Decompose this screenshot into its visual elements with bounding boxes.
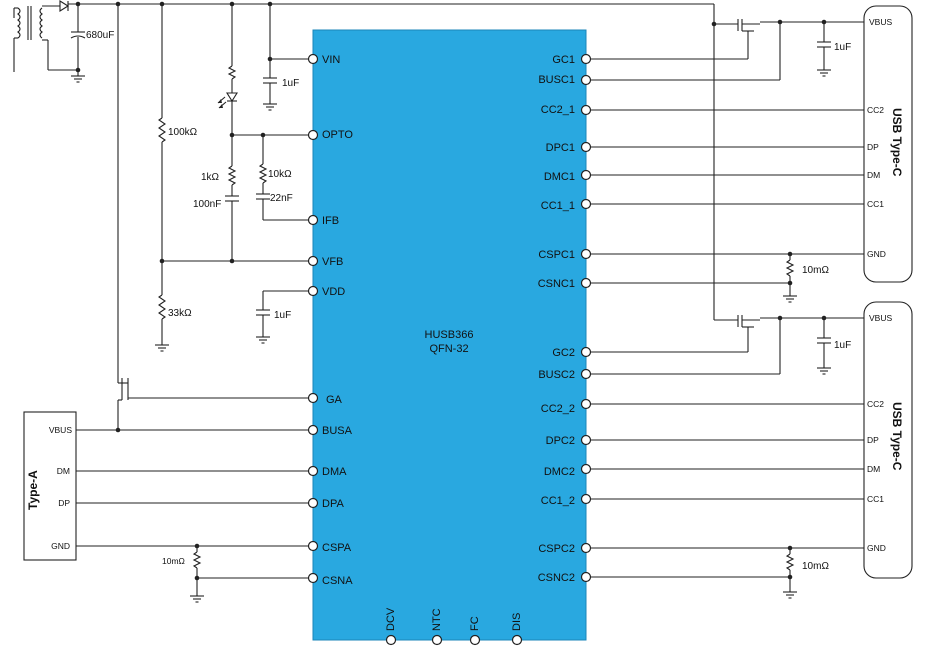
pin-label-csnc2: CSNC2 — [538, 572, 575, 584]
c1-cap-label: 1uF — [834, 42, 851, 53]
type-c-1-sense-resistor: 10mΩ — [783, 251, 829, 303]
pin-label-busa: BUSA — [322, 425, 353, 437]
type-a-connector: Type-A VBUS DM DP GND — [23, 411, 77, 561]
pin-label-cc2-1: CC2_1 — [541, 104, 575, 116]
type-c-2-pin-gnd: GND — [867, 543, 886, 553]
chip-right-pins: GC1 BUSC1 CC2_1 DPC1 DMC1 CC1_1 CSPC1 CS… — [538, 54, 575, 584]
vin-capacitor: 1uF — [263, 4, 313, 111]
pin-label-busc1: BUSC1 — [538, 74, 575, 86]
type-c-2-pin-cc2: CC2 — [867, 399, 884, 409]
pin-label-vdd: VDD — [322, 286, 345, 298]
chip-bottom-pins: DCV NTC FC DIS — [385, 607, 523, 631]
type-a-pin-dp: DP — [58, 498, 70, 508]
type-a-mosfet — [117, 4, 313, 430]
chip-pin-markers — [307, 53, 592, 646]
chip-left-pins: VIN OPTO IFB VFB VDD GA BUSA DMA DPA CSP… — [322, 54, 353, 587]
vin-cap-label: 1uF — [282, 78, 299, 89]
transformer — [13, 5, 60, 72]
r-ifb-label: 10kΩ — [268, 169, 292, 180]
pin-label-dmc1: DMC1 — [544, 171, 575, 183]
type-a-pin-gnd: GND — [51, 541, 70, 551]
type-c-1-title: USB Type-C — [890, 108, 904, 177]
type-c-1-pin-cc1: CC1 — [867, 199, 884, 209]
type-c-2-connector: USB Type-C VBUS CC2 DP DM CC1 GND — [863, 301, 913, 579]
type-c-2-title: USB Type-C — [890, 402, 904, 471]
chip-body — [312, 29, 587, 641]
pin-label-dmc2: DMC2 — [544, 466, 575, 478]
type-c-1-pin-dm: DM — [867, 170, 880, 180]
type-a-pin-vbus: VBUS — [49, 425, 72, 435]
opto-rc: 1kΩ 100nF — [193, 135, 239, 261]
optocoupler-led — [217, 4, 238, 135]
pin-label-vfb: VFB — [322, 256, 343, 268]
type-c-1-pin-dp: DP — [867, 142, 879, 152]
pin-label-ga: GA — [326, 394, 343, 406]
pin-label-dma: DMA — [322, 466, 347, 478]
type-c-1-pin-vbus: VBUS — [869, 17, 892, 27]
vdd-cap-label: 1uF — [274, 310, 291, 321]
pin-label-busc2: BUSC2 — [538, 369, 575, 381]
pin-label-cspc2: CSPC2 — [538, 543, 575, 555]
chip-name: HUSB366 — [425, 329, 474, 341]
rsense-a-label: 10mΩ — [162, 556, 185, 566]
rsense-c2-label: 10mΩ — [802, 561, 829, 572]
type-c-2-sense-resistor: 10mΩ — [783, 545, 829, 599]
type-a-pin-dm: DM — [57, 466, 70, 476]
pin-label-gc2: GC2 — [552, 347, 575, 359]
vfb-divider: 100kΩ 33kΩ — [155, 4, 198, 352]
pin-label-ntc: NTC — [431, 608, 443, 631]
bulk-capacitor: 680uF — [48, 4, 114, 83]
pin-label-gc1: GC1 — [552, 54, 575, 66]
r-top-label: 100kΩ — [168, 127, 198, 138]
pin-label-dcv: DCV — [385, 607, 397, 631]
type-c-2-pin-cc1: CC1 — [867, 494, 884, 504]
pin-label-opto: OPTO — [322, 129, 353, 141]
c-opto-label: 100nF — [193, 199, 221, 210]
c2-cap-label: 1uF — [834, 340, 851, 351]
type-c-1-capacitor: 1uF — [817, 22, 851, 77]
pin-label-cc2-2: CC2_2 — [541, 403, 575, 415]
rsense-c1-label: 10mΩ — [802, 265, 829, 276]
rectifier-diode — [59, 0, 70, 12]
pin-label-csnc1: CSNC1 — [538, 278, 575, 290]
type-c-1-mosfet — [711, 19, 760, 59]
type-a-sense-resistor: 10mΩ — [162, 543, 204, 603]
c-ifb-label: 22nF — [270, 193, 293, 204]
pin-label-vin: VIN — [322, 54, 340, 66]
type-c-2-pin-dp: DP — [867, 435, 879, 445]
bulk-capacitor-label: 680uF — [86, 30, 114, 41]
type-c-2-capacitor: 1uF — [817, 318, 851, 375]
pin-label-cspa: CSPA — [322, 542, 352, 554]
type-c-2-mosfet — [714, 315, 760, 352]
pin-label-cc1-2: CC1_2 — [541, 495, 575, 507]
pin-label-ifb: IFB — [322, 215, 339, 227]
r-opto-label: 1kΩ — [201, 172, 220, 183]
type-c-1-pin-cc2: CC2 — [867, 105, 884, 115]
r-bottom-label: 33kΩ — [168, 308, 192, 319]
type-c-1-pin-gnd: GND — [867, 249, 886, 259]
pin-label-dpa: DPA — [322, 498, 344, 510]
type-a-title: Type-A — [26, 470, 40, 510]
pin-label-fc: FC — [469, 616, 481, 631]
pin-label-cspc1: CSPC1 — [538, 249, 575, 261]
type-c-2-pin-dm: DM — [867, 464, 880, 474]
ifb-rc: 10kΩ 22nF — [256, 135, 313, 221]
type-c-1-connector: USB Type-C VBUS CC2 DP DM CC1 GND — [863, 5, 913, 283]
type-c-2-pin-vbus: VBUS — [869, 313, 892, 323]
pin-label-dpc1: DPC1 — [546, 142, 575, 154]
chip-package: QFN-32 — [429, 343, 468, 355]
vdd-capacitor: 1uF — [256, 290, 313, 344]
pin-label-csna: CSNA — [322, 575, 353, 587]
pin-label-dpc2: DPC2 — [546, 435, 575, 447]
pin-label-cc1-1: CC1_1 — [541, 200, 575, 212]
pin-label-dis: DIS — [511, 613, 523, 631]
